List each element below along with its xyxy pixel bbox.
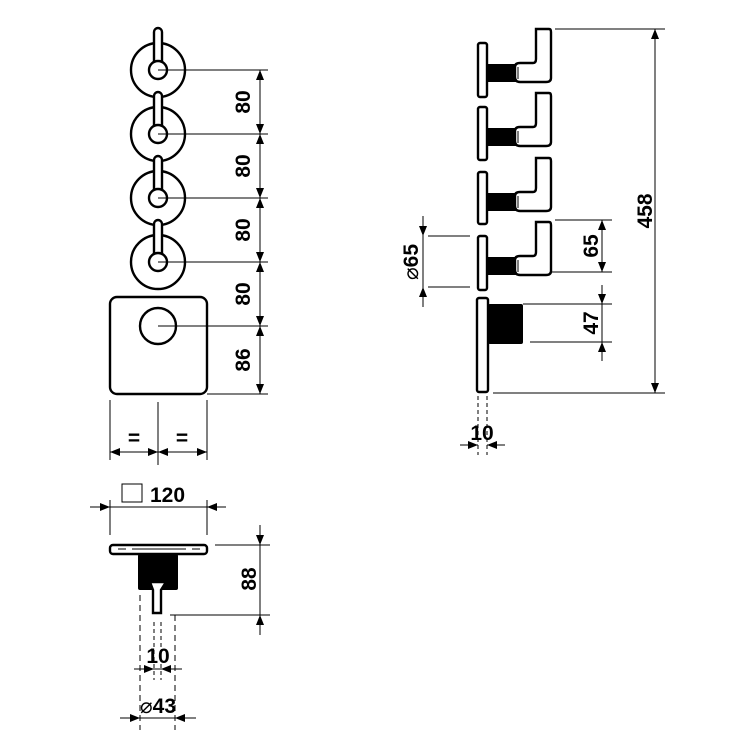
front-view: 80 80 80 80 86 = =: [108, 26, 268, 465]
total-height-label: 458: [634, 193, 657, 228]
handle-front-4: [129, 218, 268, 291]
spacing-label-1: 80: [232, 90, 255, 113]
handle-height-label: 65: [580, 234, 603, 258]
total-extension-lines: [493, 28, 665, 394]
rosette-extension-lines: [428, 235, 470, 288]
body-depth-label: 47: [580, 311, 603, 334]
bottom-label: 86: [232, 348, 255, 371]
handle-side-2: [476, 91, 553, 162]
equal-label-right: =: [176, 427, 188, 450]
stem-extension-lines: [153, 622, 162, 680]
thermostat-plate-side: [475, 296, 490, 394]
depth-extension-lines: [170, 544, 270, 616]
top-view: 120 88 10 ⌀43: [90, 483, 270, 730]
svg-text:⌀65: ⌀65: [400, 244, 423, 280]
width-extension-lines: [109, 400, 208, 465]
equal-label-left: =: [128, 427, 140, 450]
thermostat-body: [488, 304, 523, 344]
front-handles: [129, 26, 268, 291]
handle-side-3: [476, 156, 553, 226]
square-symbol-icon: [121, 483, 143, 503]
spacing-label-3: 80: [232, 218, 255, 241]
depth-label: 88: [238, 567, 261, 591]
plate-thickness-label: 10: [470, 422, 493, 445]
rosette-diameter-label: ⌀65: [400, 244, 423, 280]
plate-width-label: 120: [150, 484, 185, 507]
handle-front-1: [129, 26, 268, 99]
extension-lines: [158, 325, 268, 395]
spacing-label-4: 80: [232, 282, 255, 305]
stem-top: [148, 580, 169, 615]
thermostat-plate: [108, 295, 209, 396]
stem-width-label: 10: [146, 645, 169, 668]
handle-side-4: [476, 220, 553, 292]
side-handles: [476, 27, 553, 292]
spacing-label-2: 80: [232, 154, 255, 177]
body-extension-lines-top: [139, 595, 176, 730]
side-view: 458 65 47 ⌀65 10: [400, 27, 665, 455]
handle-side-1: [476, 27, 553, 99]
body-diameter-label: ⌀43: [140, 695, 176, 718]
